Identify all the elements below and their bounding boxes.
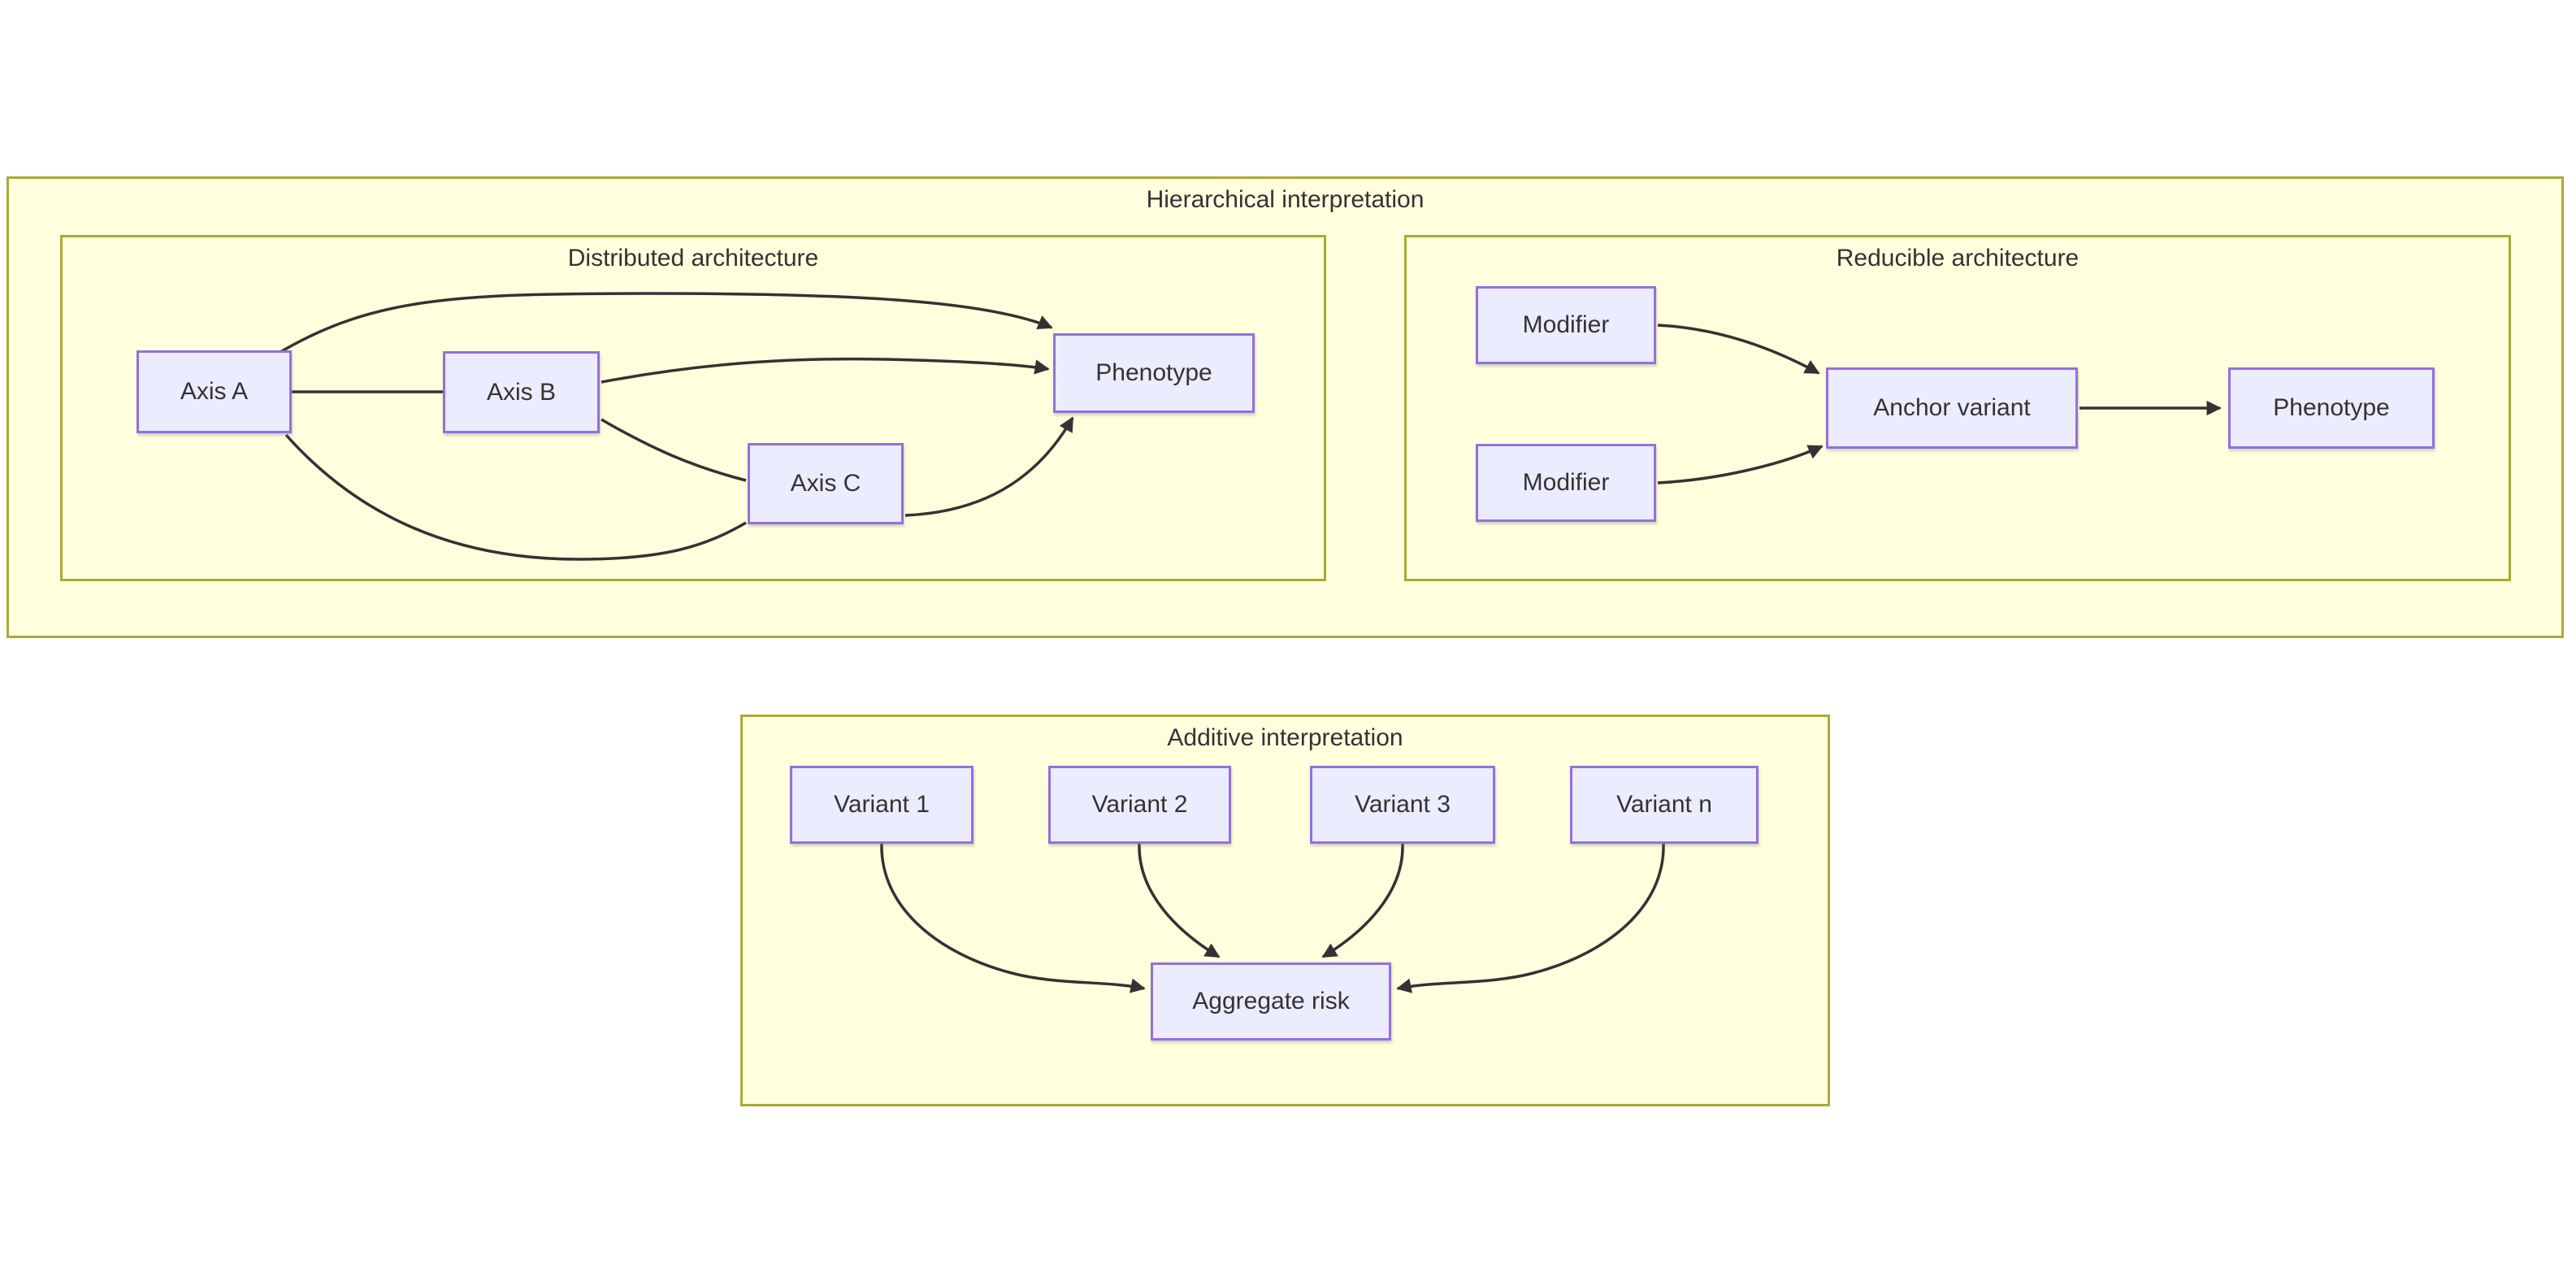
- node-modifier-top-label: Modifier: [1522, 311, 1610, 338]
- node-axis-c: Axis C: [748, 443, 904, 524]
- node-phenotype-reducible: Phenotype: [2228, 367, 2435, 449]
- node-variant-1-label: Variant 1: [834, 791, 930, 818]
- node-phenotype-reducible-label: Phenotype: [2273, 394, 2390, 421]
- node-variant-2: Variant 2: [1048, 766, 1231, 844]
- cluster-additive-title: Additive interpretation: [1167, 724, 1403, 751]
- node-phenotype-distributed: Phenotype: [1053, 333, 1255, 413]
- cluster-reducible-title: Reducible architecture: [1836, 245, 2079, 272]
- node-modifier-bottom: Modifier: [1476, 444, 1656, 522]
- node-phenotype-distributed-label: Phenotype: [1095, 359, 1212, 386]
- node-variant-1: Variant 1: [790, 766, 974, 844]
- node-aggregate-risk: Aggregate risk: [1151, 962, 1391, 1041]
- node-axis-a-label: Axis A: [180, 378, 249, 405]
- node-variant-3-label: Variant 3: [1355, 791, 1451, 818]
- node-axis-b: Axis B: [443, 351, 600, 433]
- node-variant-2-label: Variant 2: [1091, 791, 1188, 818]
- node-anchor-variant: Anchor variant: [1826, 367, 2078, 449]
- node-variant-n: Variant n: [1570, 766, 1759, 844]
- node-variant-3: Variant 3: [1310, 766, 1495, 844]
- cluster-hierarchical-title: Hierarchical interpretation: [1146, 186, 1425, 213]
- node-axis-b-label: Axis B: [486, 378, 557, 406]
- node-axis-c-label: Axis C: [790, 470, 861, 497]
- cluster-distributed-title: Distributed architecture: [567, 245, 819, 272]
- node-modifier-top: Modifier: [1476, 286, 1656, 364]
- node-modifier-bottom-label: Modifier: [1522, 469, 1610, 496]
- node-anchor-variant-label: Anchor variant: [1873, 394, 2031, 421]
- node-aggregate-risk-label: Aggregate risk: [1192, 988, 1350, 1014]
- node-axis-a: Axis A: [137, 350, 292, 433]
- node-variant-n-label: Variant n: [1616, 791, 1712, 818]
